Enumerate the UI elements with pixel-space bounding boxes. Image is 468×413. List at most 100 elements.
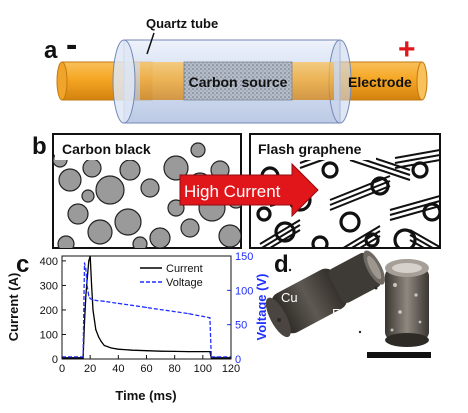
carbon-black-label: Carbon black bbox=[62, 141, 151, 157]
flash-graphene-label: Flash graphene bbox=[258, 141, 362, 157]
series-point-voltage bbox=[103, 300, 105, 302]
scale-bar bbox=[367, 352, 431, 358]
series-point-voltage bbox=[88, 295, 90, 297]
series-line-current bbox=[62, 255, 231, 359]
series-point-voltage bbox=[86, 286, 88, 288]
panel-d-letter: d bbox=[274, 251, 289, 278]
graphene-sheet bbox=[409, 239, 427, 248]
cu-label: Cu bbox=[281, 290, 298, 305]
electrode-inner-left bbox=[140, 62, 184, 100]
series-point-current bbox=[85, 294, 87, 296]
carbon-particle bbox=[58, 168, 82, 192]
x-tick-label: 120 bbox=[222, 363, 240, 375]
y2-tick-label: 50 bbox=[235, 320, 247, 332]
carbon-particle bbox=[82, 158, 102, 178]
graphene-sheet bbox=[341, 225, 381, 248]
graphene-ring bbox=[339, 211, 361, 233]
graphene-sheet bbox=[394, 159, 440, 169]
plot-frame bbox=[61, 255, 232, 360]
flash-graphene-label-bg bbox=[252, 136, 376, 160]
series-point-voltage bbox=[131, 304, 134, 307]
high-current-label: High Current bbox=[184, 182, 281, 201]
graphene-sheet bbox=[268, 229, 301, 248]
graphene-sheet bbox=[329, 175, 391, 201]
legend-voltage-label: Voltage bbox=[166, 277, 203, 289]
graphene-ring bbox=[256, 206, 272, 222]
series-point-voltage bbox=[92, 299, 94, 301]
x-tick-label: 100 bbox=[194, 363, 212, 375]
graphene-sheet bbox=[394, 154, 440, 164]
graphene-sheet bbox=[358, 235, 381, 248]
y2-tick-label: 150 bbox=[235, 251, 253, 263]
series-point-current bbox=[202, 351, 204, 353]
series-point-current bbox=[98, 336, 100, 338]
series-point-voltage bbox=[145, 306, 148, 309]
y-axis-label: Current (A) bbox=[6, 273, 21, 342]
series-point-current bbox=[92, 309, 94, 311]
sample-photo-right bbox=[385, 259, 429, 347]
x-tick-label: 80 bbox=[169, 363, 181, 375]
carbon-particle bbox=[67, 203, 89, 225]
series-point-voltage bbox=[89, 297, 91, 300]
graphene-sheet bbox=[349, 159, 411, 181]
graphene-sheet bbox=[259, 224, 301, 248]
carbon-black-label-bg bbox=[55, 136, 159, 160]
series-point-voltage bbox=[202, 315, 204, 318]
panel-a-letter: a bbox=[44, 37, 58, 64]
series-point-current bbox=[174, 350, 176, 352]
plus-sign: + bbox=[398, 33, 416, 66]
electrode-inner-right bbox=[292, 62, 334, 100]
carbon-particle bbox=[114, 208, 142, 236]
graphene-sheet bbox=[389, 200, 440, 216]
carbon-particle bbox=[95, 175, 125, 205]
graphene-ring bbox=[311, 235, 329, 248]
sample-photo-left: Cu FG bbox=[265, 250, 402, 338]
y2-tick-label: 0 bbox=[235, 354, 241, 366]
graphene-sheet bbox=[389, 195, 440, 211]
series-point-current bbox=[131, 349, 134, 351]
series-point-current bbox=[88, 260, 90, 262]
carbon-particle bbox=[190, 142, 206, 158]
carbon-particle bbox=[132, 236, 148, 248]
graphene-sheet bbox=[409, 234, 435, 248]
carbon-particle bbox=[149, 227, 171, 248]
carbon-particle bbox=[163, 155, 189, 181]
x-tick-label: 0 bbox=[59, 363, 65, 375]
series-point-current bbox=[145, 350, 148, 352]
series-point-current bbox=[90, 284, 93, 287]
x-tick-label: 20 bbox=[84, 363, 96, 375]
legend: Current Voltage bbox=[140, 263, 203, 289]
series-point-voltage bbox=[83, 262, 86, 264]
carbon-particle bbox=[218, 224, 241, 248]
graphene-ring bbox=[393, 228, 417, 248]
y-tick-label: 200 bbox=[40, 305, 58, 317]
carbon-source bbox=[183, 61, 293, 101]
series-point-voltage bbox=[216, 356, 218, 358]
series-point-voltage bbox=[159, 308, 162, 311]
series-point-current bbox=[209, 351, 211, 353]
series-point-current bbox=[86, 277, 88, 279]
series-point-current bbox=[103, 344, 105, 347]
carbon-particle bbox=[180, 218, 200, 238]
x-tick-label: 60 bbox=[140, 363, 152, 375]
y-tick-label: 100 bbox=[40, 329, 58, 341]
quartz-tube-label: Quartz tube bbox=[146, 16, 218, 31]
graphene-sheet bbox=[329, 185, 391, 211]
graphene-sheet bbox=[389, 205, 440, 221]
flash-graphene-box: Flash graphene bbox=[249, 133, 441, 249]
series-point-current bbox=[159, 350, 162, 352]
series-point-voltage bbox=[117, 302, 119, 304]
minus-sign: - bbox=[66, 26, 77, 64]
electrode-label: Electrode bbox=[348, 74, 412, 90]
y2-tick-label: 100 bbox=[235, 285, 253, 297]
panel-b-letter: b bbox=[32, 133, 47, 160]
carbon-particle bbox=[57, 235, 75, 248]
legend-current-label: Current bbox=[166, 263, 203, 275]
quartz-tube-pointer bbox=[146, 32, 155, 55]
carbon-black-box: Carbon black bbox=[52, 133, 242, 249]
x-axis-label: Time (ms) bbox=[115, 388, 176, 403]
graphene-sheet bbox=[259, 219, 301, 245]
